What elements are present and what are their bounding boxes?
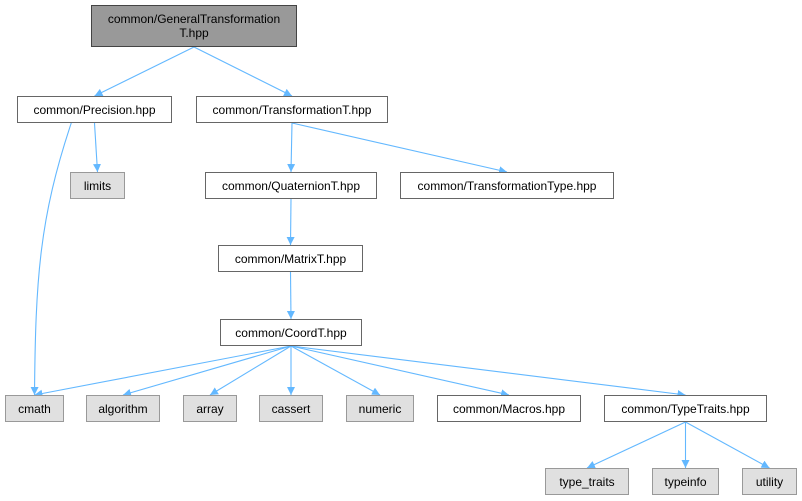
edge-root-to-precision [94,46,195,97]
edge-quaternion-to-matrix [286,198,295,246]
node-limits: limits [70,172,125,199]
edge-coord-to-macros [290,345,510,398]
node-typetraits-hpp[interactable]: common/TypeTraits.hpp [604,395,767,422]
node-matrix-hpp[interactable]: common/MatrixT.hpp [218,245,363,272]
node-utility: utility [742,468,797,495]
edge-root-to-transformation [193,46,293,97]
edge-coord-to-algorithm [122,345,292,397]
edge-type-traits-hpp-to-utility [685,421,770,469]
node-numeric: numeric [346,395,414,422]
edge-type-traits-hpp-to-type-traits [586,421,686,469]
node-cassert: cassert [259,395,323,422]
edge-precision-to-cmath [30,122,72,396]
edge-matrix-to-coord [286,271,295,320]
edge-coord-to-cmath [34,345,292,398]
edge-transformation-to-transformation-type [291,122,508,175]
node-algorithm: algorithm [86,395,160,422]
node-precision-hpp[interactable]: common/Precision.hpp [17,96,172,123]
edge-coord-to-numeric [290,345,381,396]
node-coord-hpp[interactable]: common/CoordT.hpp [220,319,362,346]
edge-precision-to-limits [93,122,102,173]
node-quaternion-hpp[interactable]: common/QuaternionT.hpp [205,172,377,199]
node-type-traits: type_traits [545,468,629,495]
node-general-transformation-hpp[interactable]: common/GeneralTransformation T.hpp [91,5,297,47]
node-transformation-type-hpp[interactable]: common/TransformationType.hpp [400,172,614,199]
node-typeinfo: typeinfo [652,468,719,495]
edge-transformation-to-quaternion [287,122,296,173]
node-cmath: cmath [5,395,64,422]
edge-coord-to-type-traits-hpp [290,345,686,398]
node-transformation-hpp[interactable]: common/TransformationT.hpp [196,96,388,123]
edge-coord-to-array [209,345,292,396]
node-macros-hpp[interactable]: common/Macros.hpp [437,395,581,422]
node-array: array [183,395,237,422]
